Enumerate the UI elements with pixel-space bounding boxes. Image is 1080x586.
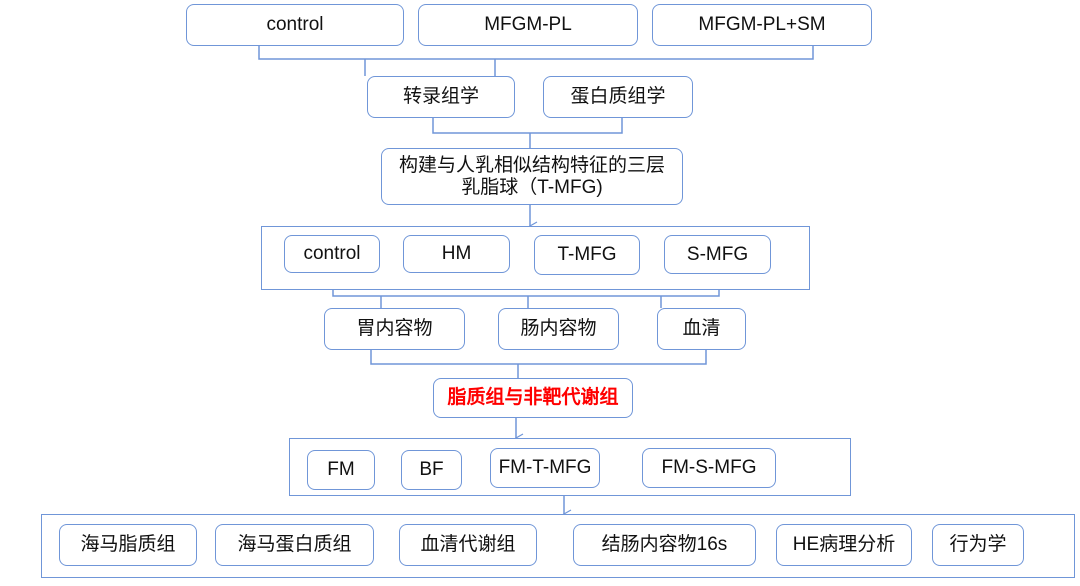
analysis-hippocampus-lipidomics: 海马脂质组 bbox=[59, 524, 197, 566]
group-label: MFGM-PL bbox=[484, 14, 572, 35]
proteomics-label: 蛋白质组学 bbox=[570, 86, 666, 107]
group-mfgm-pl-sm: MFGM-PL+SM bbox=[652, 4, 872, 46]
gastric-content-label: 胃内容物 bbox=[356, 318, 433, 339]
infant-label: FM-T-MFG bbox=[498, 457, 592, 478]
group-label: MFGM-PL+SM bbox=[698, 14, 826, 35]
diet-label: control bbox=[303, 243, 361, 264]
transcriptomics-label: 转录组学 bbox=[402, 86, 479, 107]
diet-s-mfg: S-MFG bbox=[664, 235, 771, 274]
analysis-label: HE病理分析 bbox=[792, 534, 896, 555]
analysis-label: 海马蛋白质组 bbox=[237, 534, 352, 555]
analysis-he-pathology: HE病理分析 bbox=[776, 524, 912, 566]
infant-fm-s-mfg: FM-S-MFG bbox=[642, 448, 776, 488]
diet-label: S-MFG bbox=[686, 243, 749, 265]
analysis-serum-metabolomics: 血清代谢组 bbox=[399, 524, 537, 566]
analysis-hippocampus-proteomics: 海马蛋白质组 bbox=[215, 524, 374, 566]
analysis-colon-16s: 结肠内容物16s bbox=[573, 524, 756, 566]
diet-t-mfg: T-MFG bbox=[534, 235, 640, 275]
bracket-row1 bbox=[258, 46, 814, 60]
group-mfgm-pl: MFGM-PL bbox=[418, 4, 638, 46]
lipidomics-metabolomics-box: 脂质组与非靶代谢组 bbox=[433, 378, 633, 418]
tmfg-construction-box: 构建与人乳相似结构特征的三层乳脂球（T-MFG) bbox=[381, 148, 683, 205]
analysis-behavior: 行为学 bbox=[932, 524, 1024, 566]
bracket-row4 bbox=[332, 289, 720, 297]
proteomics-box: 蛋白质组学 bbox=[543, 76, 693, 118]
bracket-row2 bbox=[432, 117, 623, 134]
serum-label: 血清 bbox=[682, 318, 721, 339]
analysis-label: 结肠内容物16s bbox=[601, 534, 728, 555]
diet-control: control bbox=[284, 235, 380, 273]
analysis-label: 血清代谢组 bbox=[420, 534, 516, 555]
infant-fm-t-mfg: FM-T-MFG bbox=[490, 448, 600, 488]
infant-label: FM bbox=[327, 459, 355, 480]
analysis-label: 海马脂质组 bbox=[80, 534, 176, 555]
infant-label: FM-S-MFG bbox=[661, 457, 757, 478]
group-control: control bbox=[186, 4, 404, 46]
gastric-content-box: 胃内容物 bbox=[324, 308, 465, 350]
group-label: control bbox=[266, 14, 324, 35]
diet-label: T-MFG bbox=[557, 244, 617, 265]
serum-box: 血清 bbox=[657, 308, 746, 350]
intestinal-content-box: 肠内容物 bbox=[498, 308, 619, 350]
diet-label: HM bbox=[441, 243, 472, 264]
infant-bf: BF bbox=[401, 450, 462, 490]
infant-label: BF bbox=[419, 459, 444, 480]
intestinal-content-label: 肠内容物 bbox=[520, 318, 597, 339]
diet-hm: HM bbox=[403, 235, 510, 273]
transcriptomics-box: 转录组学 bbox=[367, 76, 515, 118]
lipidomics-metabolomics-label: 脂质组与非靶代谢组 bbox=[447, 387, 619, 408]
bracket-row5 bbox=[370, 350, 707, 365]
infant-fm: FM bbox=[307, 450, 375, 490]
tmfg-construction-label: 构建与人乳相似结构特征的三层乳脂球（T-MFG) bbox=[398, 154, 665, 198]
analysis-label: 行为学 bbox=[949, 534, 1007, 555]
